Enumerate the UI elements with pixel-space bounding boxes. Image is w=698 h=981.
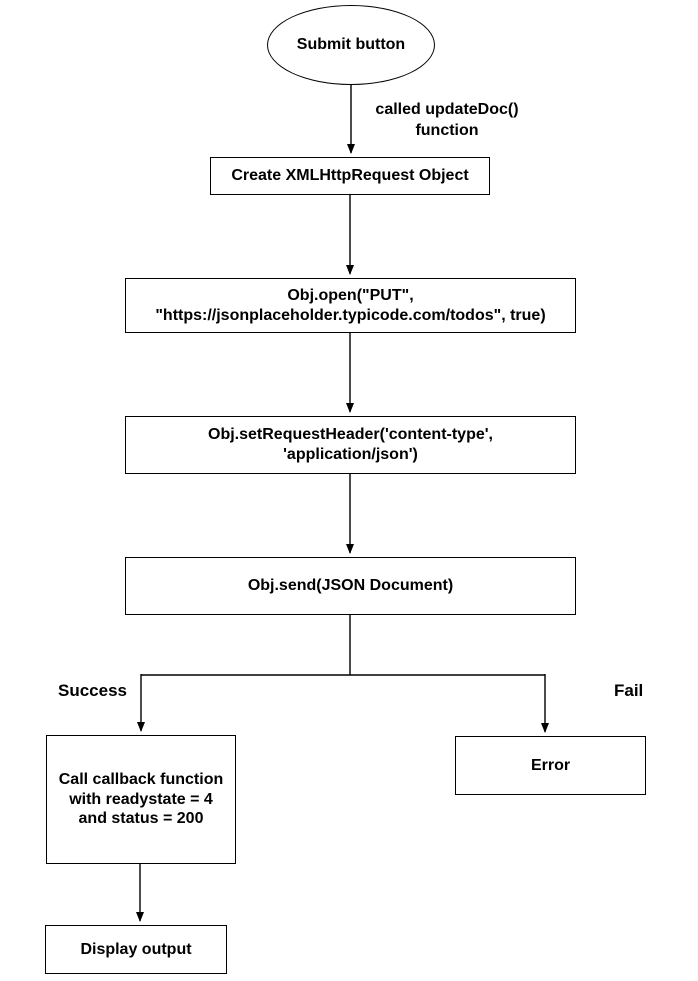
node-submit-button-label: Submit button <box>296 36 406 54</box>
edge-label-update-doc: called updateDoc() function <box>357 100 537 142</box>
edge-label-update-doc-line1: called updateDoc() <box>375 101 519 118</box>
node-send: Obj.send(JSON Document) <box>125 557 576 615</box>
node-set-request-header-line2: 'application/json') <box>283 446 418 463</box>
node-display-output: Display output <box>45 925 227 974</box>
edge-label-update-doc-line2: function <box>415 121 479 139</box>
node-open: Obj.open("PUT", "https://jsonplaceholder… <box>125 278 576 333</box>
node-create-request: Create XMLHttpRequest Object <box>210 157 490 195</box>
node-callback-line3: and status = 200 <box>78 810 204 828</box>
node-display-output-label: Display output <box>80 940 192 958</box>
node-error: Error <box>455 736 646 795</box>
node-open-line1: Obj.open("PUT", <box>287 286 414 304</box>
node-submit-button: Submit button <box>267 5 435 85</box>
node-callback: Call callback function with readystate =… <box>46 735 236 864</box>
edge-label-success-text: Success <box>58 681 127 700</box>
node-error-label: Error <box>530 756 571 774</box>
node-create-request-label: Create XMLHttpRequest Object <box>231 167 469 185</box>
node-open-line2: "https://jsonplaceholder.typicode.com/to… <box>155 306 546 324</box>
edge-label-success: Success <box>58 680 127 702</box>
node-set-request-header: Obj.setRequestHeader('content-type', 'ap… <box>125 416 576 474</box>
node-set-request-header-line1: Obj.setRequestHeader('content-type', <box>208 426 493 444</box>
node-callback-line1: Call callback function <box>58 771 224 789</box>
node-send-label: Obj.send(JSON Document) <box>247 577 454 595</box>
edge-label-fail-text: Fail <box>614 681 644 700</box>
edge-label-fail: Fail <box>614 680 643 702</box>
node-callback-line2: with readystate = 4 <box>69 790 213 808</box>
